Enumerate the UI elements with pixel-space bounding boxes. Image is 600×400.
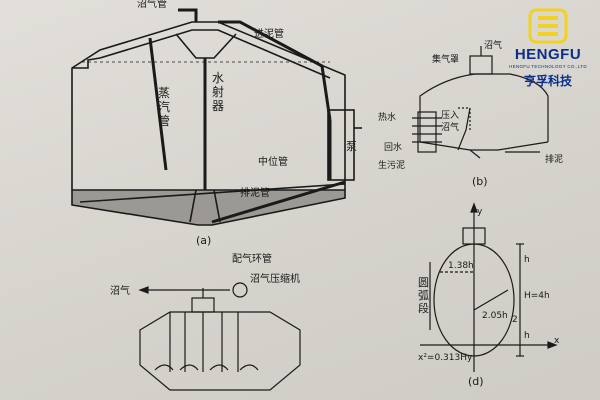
steam-pipe-a [148, 37, 168, 171]
label-ejector-char2: 射 [212, 84, 224, 99]
figure-a [71, 8, 362, 226]
label-steam-char2: 汽 [158, 99, 170, 114]
floor-line-a [79, 183, 346, 203]
logo-emblem [528, 8, 568, 44]
caption-a: (a) [196, 234, 211, 247]
label-ejector-char3: 器 [212, 99, 224, 113]
gas-lift-b [458, 107, 471, 130]
logo-emblem-bar3 [538, 32, 558, 36]
label-arc-char2: 弧 [418, 288, 429, 302]
label-pump-a: 泵 [346, 140, 357, 153]
egg-body-d [433, 243, 515, 357]
label-equation-d: x²=0.313Hy [418, 353, 473, 363]
label-x-d: x [554, 336, 560, 346]
label-205-d: 2.05h [482, 311, 508, 321]
label-biogas-pipe-a: 沼气管 [137, 0, 167, 10]
label-arc-char1: 圆 [418, 276, 429, 289]
label-steam-a: 蒸 汽 管 [158, 86, 174, 128]
inlet-pipe-a [218, 20, 332, 121]
label-steam-char3: 管 [158, 113, 170, 128]
label-press-in-b: 压入 沼气 [441, 110, 462, 133]
pump-box-a [327, 109, 355, 181]
tank-base-b [419, 141, 549, 151]
label-gas-hood-b: 集气罩 [432, 53, 459, 65]
label-138-d: 1.38h [448, 261, 474, 271]
company-logo: HENGFU HENGFU TECHNOLOGY CO.,LTD 亨孚科技 [500, 6, 596, 94]
label-raw-sludge-b: 生污泥 [378, 159, 405, 171]
label-discharge-a: 排泥管 [240, 186, 270, 199]
figure-b-labels: 沼气 集气罩 热水 压入 沼气 回水 生污泥 排泥 [378, 39, 563, 171]
label-ejector-char1: 水 [212, 71, 224, 85]
label-discharge-b: 排泥 [545, 153, 563, 165]
tank-body-c [139, 311, 301, 391]
dim-205-line [473, 289, 509, 311]
label-middle-pipe-a: 中位管 [258, 155, 288, 168]
label-gas-ring-c: 配气环管 [232, 252, 272, 265]
label-biogas-c: 沼气 [110, 284, 130, 297]
logo-emblem-frame [528, 8, 568, 44]
label-press-line2: 沼气 [441, 121, 459, 133]
swirl-c [154, 364, 259, 371]
base-stub-b [469, 149, 481, 159]
logo-subtitle: HENGFU TECHNOLOGY CO.,LTD [509, 64, 587, 69]
gas-hood-b [469, 55, 493, 75]
tank-outline-a [71, 21, 346, 190]
figure-a-labels: 沼气管 进泥管 水 射 器 蒸 汽 管 泵 中位管 排泥管 (a) [137, 0, 357, 247]
y-arrow-d [470, 202, 478, 213]
draft-tube-b [457, 107, 471, 151]
logo-chinese: 亨孚科技 [523, 74, 572, 88]
label-press-line1: 压入 [441, 110, 459, 121]
heat-exchanger-b [417, 111, 437, 153]
caption-d: (d) [468, 375, 484, 388]
logo-emblem-bar1 [538, 16, 558, 20]
gas-arrow-c [138, 286, 149, 294]
label-return-b: 回水 [384, 141, 402, 153]
label-compressor-c: 沼气压缩机 [250, 272, 300, 285]
label-hb-d: h [524, 331, 530, 341]
tank-bottom-a [71, 189, 346, 226]
biogas-pipe-a [178, 8, 198, 22]
wall-step-a [72, 57, 101, 69]
label-biogas-b: 沼气 [484, 39, 502, 51]
figure-c [138, 282, 301, 391]
figure-d-labels: y x 1.38h 2.05h h H=4h h 2 圆 弧 段 x²=0.31… [418, 207, 560, 388]
label-sludge-inlet-a: 进泥管 [254, 27, 284, 40]
label-2-d: 2 [512, 315, 518, 325]
leg-left-a [189, 189, 197, 223]
gas-hood-c [191, 297, 215, 313]
dome-a [99, 29, 331, 79]
leg-right-a [213, 189, 221, 223]
logo-emblem-bar2 [538, 24, 558, 28]
caption-b: (b) [472, 175, 488, 188]
label-y-d: y [477, 207, 483, 217]
label-steam-char1: 蒸 [158, 86, 170, 100]
label-hot-water-b: 热水 [378, 111, 396, 123]
figure-d [420, 202, 558, 372]
label-arc-char3: 段 [418, 301, 429, 315]
discharge-pipe-a [211, 180, 346, 224]
x-arrow-d [547, 341, 558, 349]
compressor-c [232, 282, 248, 298]
funnel-a [175, 33, 237, 59]
label-ejector-a: 水 射 器 [212, 71, 228, 113]
label-arc-d: 圆 弧 段 [418, 276, 433, 315]
coil-b [412, 117, 442, 143]
logo-brand: HENGFU [514, 46, 582, 63]
label-h-d: h [524, 255, 530, 265]
figure-b: (b) [412, 46, 549, 188]
figure-c-labels: 配气环管 沼气 沼气压缩机 [110, 252, 300, 297]
label-H-d: H=4h [524, 291, 550, 301]
